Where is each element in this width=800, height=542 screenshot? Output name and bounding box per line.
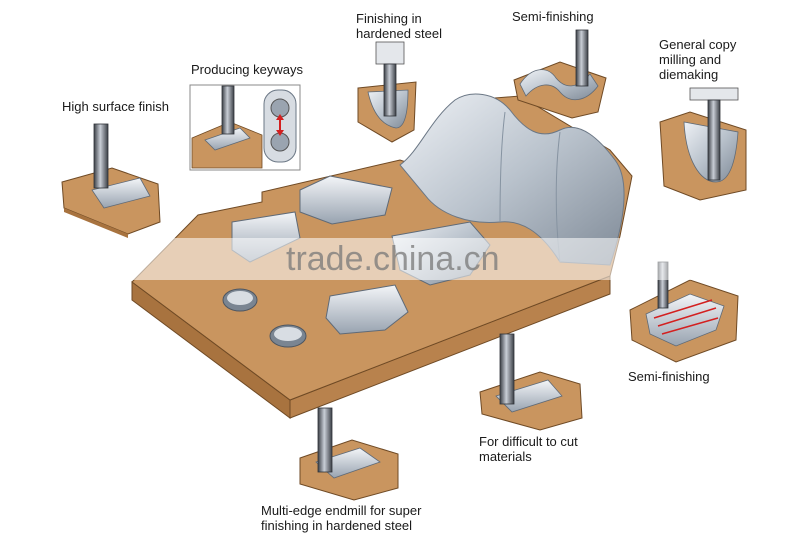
label-difficult-line-2: materials	[479, 449, 532, 464]
label-keyways: Producing keyways	[191, 62, 303, 77]
block-multi-edge	[299, 407, 399, 501]
block-finishing-hardened	[357, 41, 417, 143]
label-difficult: For difficult to cut materials	[479, 434, 578, 464]
label-general-copy-line-1: General copy	[659, 37, 737, 52]
block-semi-top	[513, 29, 607, 119]
label-finishing-hardened-line-1: Finishing in	[356, 11, 422, 26]
block-keyways	[189, 84, 301, 171]
label-multi-edge-line-2: finishing in hardened steel	[261, 518, 413, 533]
label-general-copy: General copy milling and diemaking	[659, 37, 736, 82]
label-semi-right: Semi-finishing	[628, 369, 710, 384]
block-semi-right	[629, 261, 739, 363]
label-multi-edge-line-1: Multi-edge endmill for super	[261, 503, 422, 518]
label-general-copy-line-3: diemaking	[659, 67, 719, 82]
watermark-text: trade.china.cn	[286, 240, 500, 278]
watermark-band	[130, 238, 770, 280]
label-multi-edge: Multi-edge endmill for super finishing i…	[261, 503, 421, 533]
label-high-surface: High surface finish	[62, 99, 169, 114]
label-difficult-line-1: For difficult to cut	[479, 434, 578, 449]
label-finishing-hardened-line-2: hardened steel	[356, 26, 443, 41]
block-difficult	[479, 333, 583, 431]
label-finishing-hardened: Finishing in hardened steel	[356, 11, 442, 41]
label-general-copy-line-2: milling and	[659, 52, 722, 67]
label-semi-top: Semi-finishing	[512, 9, 594, 24]
block-general-copy	[659, 87, 747, 201]
block-high-surface	[61, 123, 161, 238]
